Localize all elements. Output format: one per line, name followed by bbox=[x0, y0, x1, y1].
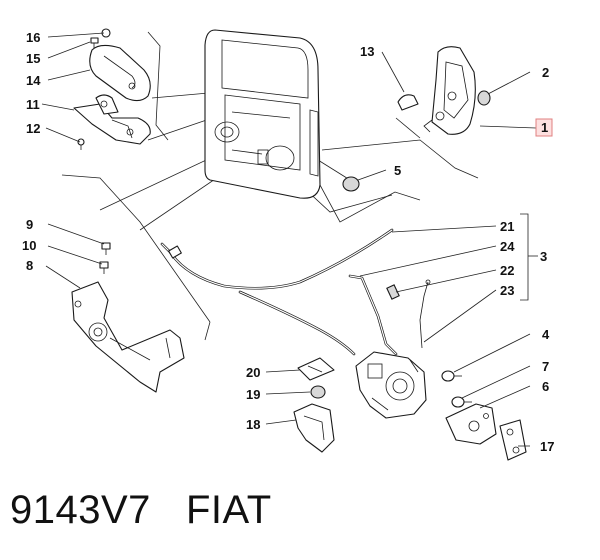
part-5-grommet bbox=[342, 176, 360, 192]
part-2-grommet bbox=[477, 90, 491, 106]
callout-1: 1 bbox=[541, 120, 548, 135]
part-24-rod bbox=[348, 274, 398, 356]
part-14-handle-cover bbox=[89, 44, 151, 102]
part-21-cable bbox=[160, 228, 394, 356]
callout-11: 11 bbox=[26, 97, 40, 112]
callout-24: 24 bbox=[500, 239, 515, 254]
callout-6: 6 bbox=[542, 379, 549, 394]
callout-8: 8 bbox=[26, 258, 33, 273]
callout-18: 18 bbox=[246, 417, 260, 432]
part-7-screw bbox=[451, 396, 472, 408]
leader-lines bbox=[41, 32, 538, 447]
part-18-cover bbox=[293, 403, 335, 453]
part-3-lock-assembly bbox=[355, 351, 427, 419]
callout-17: 17 bbox=[540, 439, 554, 454]
part-8-bracket bbox=[71, 281, 185, 393]
part-1-outside-handle bbox=[423, 46, 476, 135]
callout-20: 20 bbox=[246, 365, 260, 380]
part-15-screw bbox=[90, 37, 99, 48]
callout-14: 14 bbox=[26, 73, 41, 88]
callout-12: 12 bbox=[26, 121, 40, 136]
part-9-screw bbox=[101, 242, 111, 255]
callout-2: 2 bbox=[542, 65, 549, 80]
diagram-code: 9143V7 bbox=[10, 488, 151, 532]
part-6-striker bbox=[445, 403, 497, 445]
callout-labels: 16 15 14 11 12 13 2 1 5 9 10 8 21 24 3 2… bbox=[22, 30, 554, 454]
part-13-small-cover bbox=[397, 94, 419, 111]
callout-22: 22 bbox=[500, 263, 514, 278]
part-17-plate bbox=[499, 419, 527, 461]
part-11-handle-bracket bbox=[73, 94, 151, 145]
callout-5: 5 bbox=[394, 163, 401, 178]
part-23-rod bbox=[419, 279, 431, 349]
callout-3: 3 bbox=[540, 249, 547, 264]
callout-9: 9 bbox=[26, 217, 33, 232]
callout-4: 4 bbox=[542, 327, 550, 342]
part-12-screw bbox=[77, 138, 85, 150]
callout-10: 10 bbox=[22, 238, 36, 253]
brand-name: FIAT bbox=[186, 488, 272, 532]
part-22-clip bbox=[386, 284, 400, 300]
part-4-screw bbox=[441, 370, 462, 382]
callout-13: 13 bbox=[360, 44, 374, 59]
part-20-pad bbox=[297, 357, 335, 381]
callout-21: 21 bbox=[500, 219, 514, 234]
part-10-screw bbox=[99, 261, 109, 274]
callout-23: 23 bbox=[500, 283, 514, 298]
door-frame bbox=[204, 29, 321, 199]
callout-15: 15 bbox=[26, 51, 40, 66]
callout-1-highlight bbox=[535, 118, 553, 137]
callout-16: 16 bbox=[26, 30, 40, 45]
part-19-bushing bbox=[310, 385, 326, 399]
callout-7: 7 bbox=[542, 359, 549, 374]
callout-19: 19 bbox=[246, 387, 260, 402]
